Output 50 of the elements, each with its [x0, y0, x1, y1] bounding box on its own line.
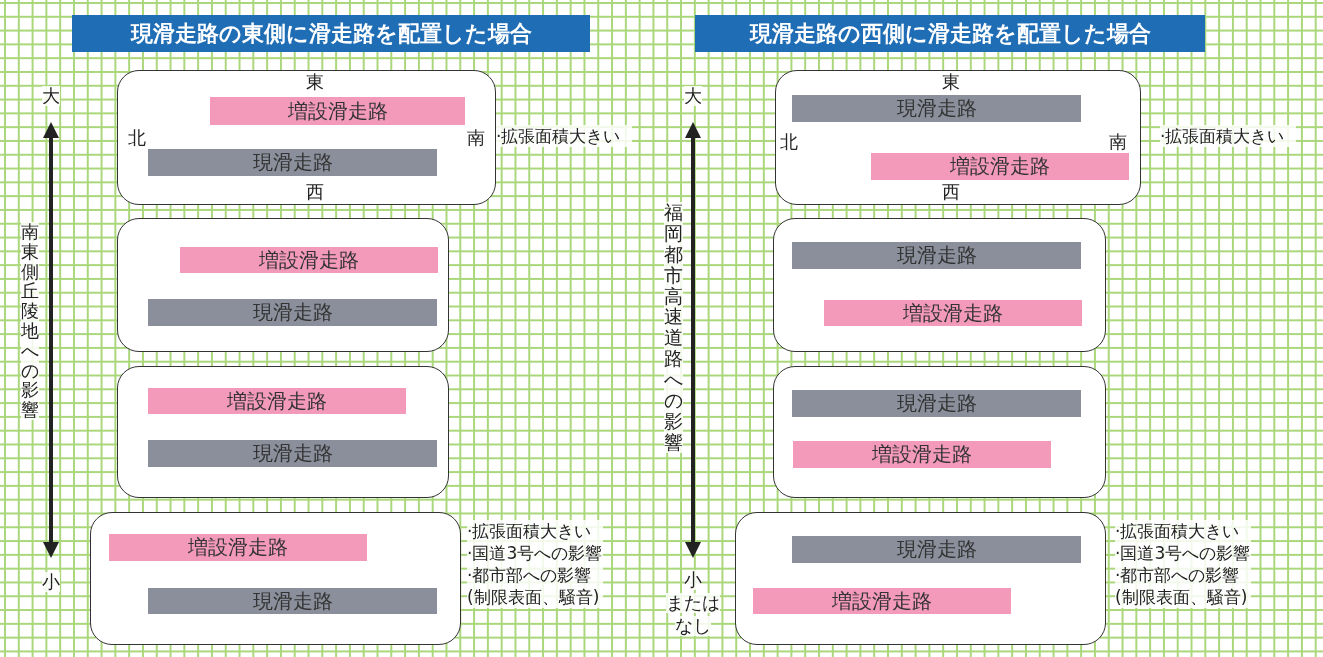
compass-label: 西	[306, 183, 324, 201]
compass-label: 北	[128, 129, 146, 147]
new-runway-bar: 増設滑走路	[148, 388, 406, 414]
note-text: ·国道3号への影響	[1115, 542, 1251, 564]
scale-label: 大	[684, 86, 702, 106]
note-text: ·都市部への影響(制限表面、騒音)	[1115, 564, 1251, 608]
compass-label: 北	[780, 133, 798, 151]
scenario-box	[90, 512, 461, 645]
note-text: ·国道3号への影響	[467, 542, 603, 564]
note-text: ·拡張面積大きい	[1115, 520, 1251, 542]
title-banner: 現滑走路の東側に滑走路を配置した場合	[72, 15, 590, 52]
scale-label: なし	[675, 616, 711, 636]
scenario-box	[775, 70, 1141, 205]
scale-label: 大	[42, 86, 60, 106]
note-text: ·拡張面積大きい	[496, 125, 632, 147]
compass-label: 西	[942, 183, 960, 201]
existing-runway-bar: 現滑走路	[792, 242, 1081, 269]
new-runway-bar: 増設滑走路	[871, 153, 1129, 180]
new-runway-bar: 増設滑走路	[824, 300, 1082, 326]
new-runway-bar: 増設滑走路	[210, 97, 465, 125]
scenario-box	[117, 218, 449, 352]
scenario-box	[773, 366, 1106, 498]
existing-runway-bar: 現滑走路	[792, 95, 1081, 122]
existing-runway-bar: 現滑走路	[792, 390, 1081, 417]
scenario-box	[117, 70, 496, 205]
scenario-box	[773, 218, 1106, 352]
scale-label: 小	[684, 570, 702, 590]
scale-label: または	[666, 593, 720, 613]
scale-label: 小	[42, 572, 60, 592]
title-banner: 現滑走路の西側に滑走路を配置した場合	[695, 15, 1205, 52]
new-runway-bar: 増設滑走路	[109, 534, 367, 561]
axis-label: 福岡都市高速道路への影響	[664, 202, 683, 453]
note-text: ·都市部への影響(制限表面、騒音)	[467, 564, 603, 608]
new-runway-bar: 増設滑走路	[793, 441, 1051, 468]
note-text: ·拡張面積大きい	[1160, 125, 1296, 147]
compass-label: 東	[306, 73, 324, 91]
note-text: ·拡張面積大きい	[467, 520, 603, 542]
new-runway-bar: 増設滑走路	[180, 247, 438, 273]
compass-label: 南	[1109, 133, 1127, 151]
scenario-box	[735, 512, 1106, 645]
existing-runway-bar: 現滑走路	[148, 299, 437, 326]
compass-label: 東	[942, 73, 960, 91]
axis-label: 南東側丘陵地への影響	[21, 222, 39, 420]
existing-runway-bar: 現滑走路	[792, 536, 1081, 563]
existing-runway-bar: 現滑走路	[148, 588, 437, 614]
existing-runway-bar: 現滑走路	[148, 149, 437, 176]
compass-label: 南	[467, 129, 485, 147]
existing-runway-bar: 現滑走路	[148, 440, 437, 467]
new-runway-bar: 増設滑走路	[753, 588, 1011, 614]
scenario-box	[117, 366, 449, 498]
